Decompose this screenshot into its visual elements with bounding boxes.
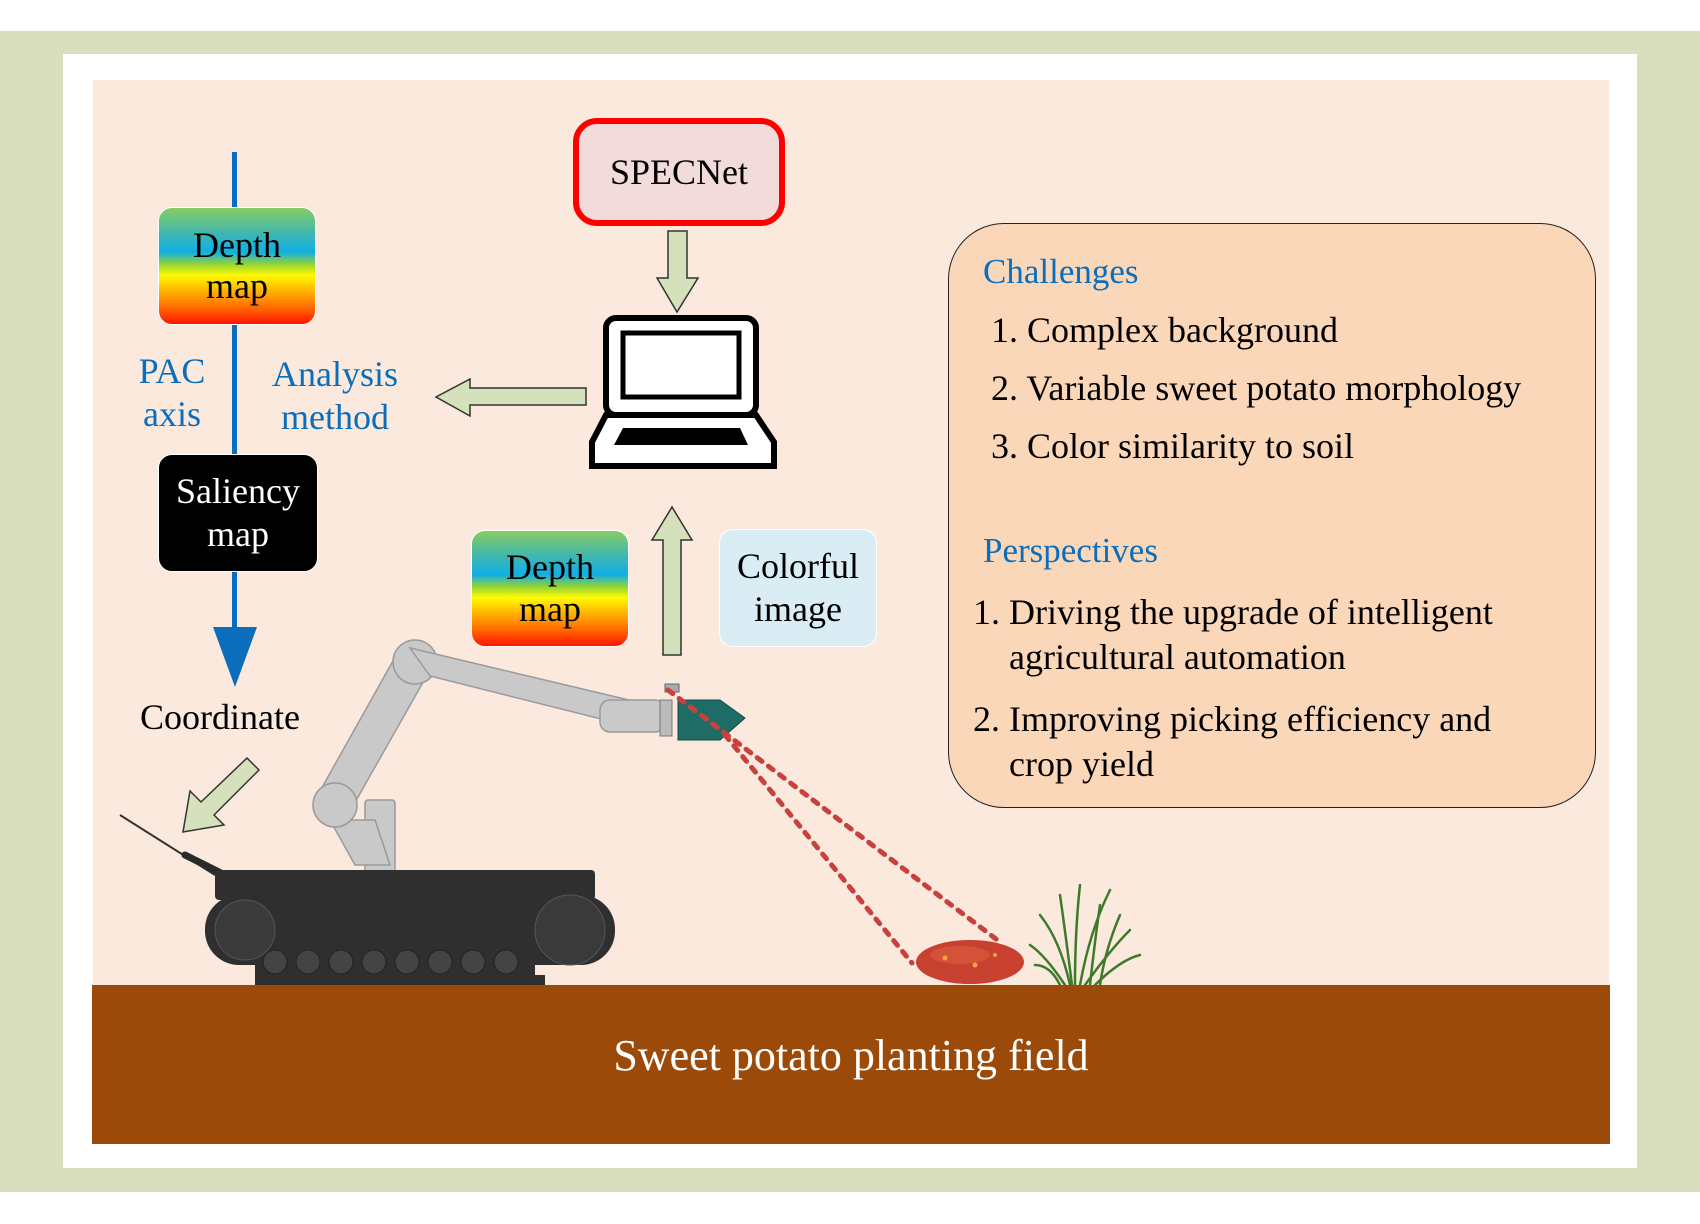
- perspective-number: 2.: [973, 699, 1000, 739]
- colorful-line2: image: [754, 589, 842, 629]
- ground-label: Sweet potato planting field: [613, 1031, 1089, 1080]
- down-arrow-icon: [213, 627, 257, 687]
- challenge-item: 2. Variable sweet potato morphology: [991, 368, 1522, 408]
- input-depth-line2: map: [519, 588, 581, 629]
- challenges-title: Challenges: [983, 252, 1139, 291]
- pac-axis-line2: axis: [143, 394, 201, 435]
- pipeline-axis-line: [232, 152, 237, 627]
- robot-arm: [312, 639, 666, 873]
- perspective-item: 2. Improving picking efficiency and crop…: [973, 697, 1491, 787]
- saliency-label-line2: map: [207, 514, 269, 554]
- arrow-coordinate-to-robot: [182, 756, 261, 833]
- analysis-method-line2: method: [281, 397, 389, 438]
- grass-tuft: [1028, 883, 1142, 987]
- saliency-map-box: Saliency map: [158, 454, 318, 572]
- analysis-method-line1: Analysis: [272, 354, 398, 394]
- depth-map-box-input: Depth map: [471, 530, 629, 647]
- colorful-image-box: Colorful image: [719, 529, 877, 647]
- arrow-laptop-to-analysis: [434, 377, 587, 418]
- perspective-line: agricultural automation: [1009, 637, 1346, 677]
- perspective-line: Driving the upgrade of intelligent: [1009, 592, 1493, 632]
- analysis-method-label: Analysis method: [262, 353, 408, 439]
- arrow-inputs-to-laptop: [650, 505, 694, 656]
- colorful-line1: Colorful: [737, 545, 859, 586]
- perspective-item: 1. Driving the upgrade of intelligent ag…: [973, 590, 1493, 680]
- depth-map-label-line1: Depth: [193, 224, 281, 265]
- perspective-line: Improving picking efficiency and: [1009, 699, 1492, 739]
- vision-sight-lines: [665, 687, 1003, 966]
- soil-ground: [92, 985, 1610, 1144]
- saliency-label-line1: Saliency: [176, 470, 300, 511]
- perspective-number: 1.: [973, 592, 1000, 632]
- challenge-item: 3. Color similarity to soil: [991, 426, 1355, 466]
- coordinate-label: Coordinate: [140, 697, 300, 737]
- laptop-icon: [589, 315, 777, 469]
- challenge-item: 1. Complex background: [991, 310, 1338, 350]
- perspectives-title: Perspectives: [983, 531, 1158, 570]
- input-depth-line1: Depth: [506, 547, 594, 588]
- sweet-potato: [916, 940, 1024, 984]
- depth-map-box-pipeline: Depth map: [158, 207, 316, 325]
- pac-axis-label: PAC axis: [124, 350, 220, 436]
- specnet-label: SPECNet: [609, 152, 749, 192]
- specnet-model-box: SPECNet: [573, 118, 785, 226]
- challenges-perspectives-box: Challenges 1. Complex background 2. Vari…: [948, 223, 1596, 808]
- pac-axis-line1: PAC: [138, 351, 206, 391]
- arrow-specnet-to-laptop: [655, 230, 700, 314]
- depth-map-label-line2: map: [206, 266, 268, 306]
- robot-chassis: [205, 870, 615, 985]
- perspective-line: crop yield: [1009, 744, 1154, 784]
